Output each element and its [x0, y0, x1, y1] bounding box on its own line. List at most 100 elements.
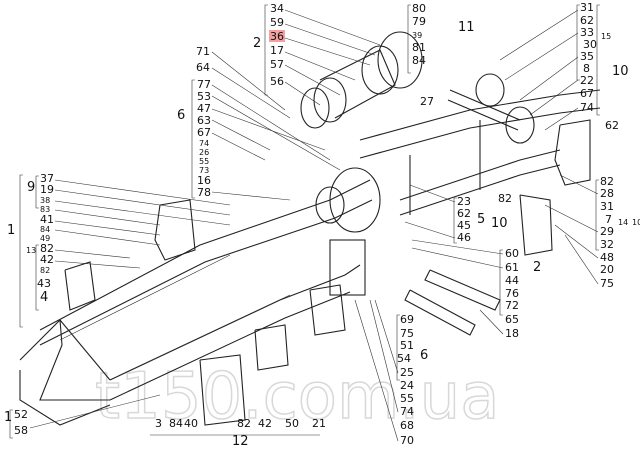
part-label-57[interactable]: 57: [270, 58, 284, 71]
part-label-70[interactable]: 70: [400, 434, 414, 447]
part-label-75[interactable]: 75: [600, 277, 614, 290]
part-label-73[interactable]: 73: [199, 166, 209, 175]
group-bracket: [9, 409, 13, 439]
part-label-67[interactable]: 67: [197, 126, 211, 139]
part-label-72[interactable]: 72: [505, 299, 519, 312]
group-label-10: 10: [632, 218, 640, 227]
part-label-26[interactable]: 26: [199, 148, 209, 157]
part-label-36[interactable]: 36: [270, 30, 284, 43]
part-label-31[interactable]: 31: [580, 1, 594, 14]
part-label-32[interactable]: 32: [600, 238, 614, 251]
part-label-55[interactable]: 55: [199, 157, 209, 166]
part-label-24[interactable]: 24: [400, 379, 414, 392]
part-label-50[interactable]: 50: [285, 417, 299, 430]
part-label-47[interactable]: 47: [197, 102, 211, 115]
part-label-74[interactable]: 74: [400, 405, 414, 418]
part-label-25[interactable]: 25: [400, 366, 414, 379]
part-label-3[interactable]: 3: [155, 417, 162, 430]
part-label-39[interactable]: 39: [412, 31, 422, 40]
part-label-33[interactable]: 33: [580, 26, 594, 39]
part-label-8[interactable]: 8: [583, 62, 590, 75]
group-label-14: 14: [618, 218, 628, 227]
part-label-74[interactable]: 74: [199, 139, 209, 148]
part-label-52[interactable]: 52: [14, 408, 28, 421]
part-label-60[interactable]: 60: [505, 247, 519, 260]
group-bracket: [576, 4, 580, 81]
part-label-80[interactable]: 80: [412, 2, 426, 15]
part-label-63[interactable]: 63: [197, 114, 211, 127]
part-label-61[interactable]: 61: [505, 261, 519, 274]
part-label-67[interactable]: 67: [580, 87, 594, 100]
part-label-84[interactable]: 84: [412, 54, 426, 67]
part-label-79[interactable]: 79: [412, 15, 426, 28]
part-label-19[interactable]: 19: [40, 183, 54, 196]
part-label-77[interactable]: 77: [197, 78, 211, 91]
part-label-78[interactable]: 78: [197, 186, 211, 199]
part-label-30[interactable]: 30: [583, 38, 597, 51]
part-label-54[interactable]: 54: [397, 352, 411, 365]
part-label-69[interactable]: 69: [400, 313, 414, 326]
part-label-83[interactable]: 83: [40, 205, 50, 214]
part-label-82[interactable]: 82: [40, 266, 50, 275]
group-label-12: 12: [232, 434, 249, 449]
part-label-81[interactable]: 81: [412, 41, 426, 54]
part-label-37[interactable]: 37: [40, 172, 54, 185]
part-label-23[interactable]: 23: [457, 195, 471, 208]
group-label-5: 5: [477, 212, 485, 227]
part-label-84[interactable]: 84: [169, 417, 183, 430]
part-label-58[interactable]: 58: [14, 424, 28, 437]
part-label-43[interactable]: 43: [37, 277, 51, 290]
part-label-55[interactable]: 55: [400, 392, 414, 405]
part-label-68[interactable]: 68: [400, 419, 414, 432]
part-label-62[interactable]: 62: [457, 207, 471, 220]
part-label-64[interactable]: 64: [196, 61, 210, 74]
part-label-42[interactable]: 42: [40, 253, 54, 266]
part-label-42[interactable]: 42: [258, 417, 272, 430]
part-label-71[interactable]: 71: [196, 45, 210, 58]
part-label-7[interactable]: 7: [605, 213, 612, 226]
part-label-74[interactable]: 74: [580, 101, 594, 114]
part-label-82[interactable]: 82: [600, 175, 614, 188]
group-label-10: 10: [612, 64, 629, 79]
part-label-53[interactable]: 53: [197, 90, 211, 103]
group-bracket: [596, 4, 600, 116]
part-label-76[interactable]: 76: [505, 287, 519, 300]
part-label-45[interactable]: 45: [457, 219, 471, 232]
part-label-21[interactable]: 21: [312, 417, 326, 430]
part-label-62[interactable]: 62: [605, 119, 619, 132]
part-label-44[interactable]: 44: [505, 274, 519, 287]
group-label-9: 9: [27, 180, 35, 195]
part-label-29[interactable]: 29: [600, 225, 614, 238]
part-label-65[interactable]: 65: [505, 313, 519, 326]
part-label-46[interactable]: 46: [457, 231, 471, 244]
part-label-51[interactable]: 51: [400, 339, 414, 352]
part-label-41[interactable]: 41: [40, 213, 54, 226]
part-label-34[interactable]: 34: [270, 2, 284, 15]
part-label-84[interactable]: 84: [40, 225, 50, 234]
part-label-27[interactable]: 27: [420, 95, 434, 108]
part-label-28[interactable]: 28: [600, 187, 614, 200]
part-label-59[interactable]: 59: [270, 16, 284, 29]
part-label-40[interactable]: 40: [184, 417, 198, 430]
part-label-49[interactable]: 49: [40, 234, 50, 243]
part-label-82[interactable]: 82: [498, 192, 512, 205]
part-label-38[interactable]: 38: [40, 196, 50, 205]
part-label-18[interactable]: 18: [505, 327, 519, 340]
part-label-75[interactable]: 75: [400, 327, 414, 340]
group-bracket: [396, 314, 400, 381]
part-label-48[interactable]: 48: [600, 251, 614, 264]
part-label-17[interactable]: 17: [270, 44, 284, 57]
part-label-82[interactable]: 82: [40, 242, 54, 255]
part-label-22[interactable]: 22: [580, 74, 594, 87]
group-bracket: [264, 4, 268, 96]
part-label-35[interactable]: 35: [580, 50, 594, 63]
part-label-20[interactable]: 20: [600, 263, 614, 276]
part-label-56[interactable]: 56: [270, 75, 284, 88]
part-label-31[interactable]: 31: [600, 200, 614, 213]
group-bracket: [191, 79, 195, 199]
part-label-82[interactable]: 82: [237, 417, 251, 430]
group-bracket: [453, 197, 457, 244]
part-label-16[interactable]: 16: [197, 174, 211, 187]
part-label-62[interactable]: 62: [580, 14, 594, 27]
